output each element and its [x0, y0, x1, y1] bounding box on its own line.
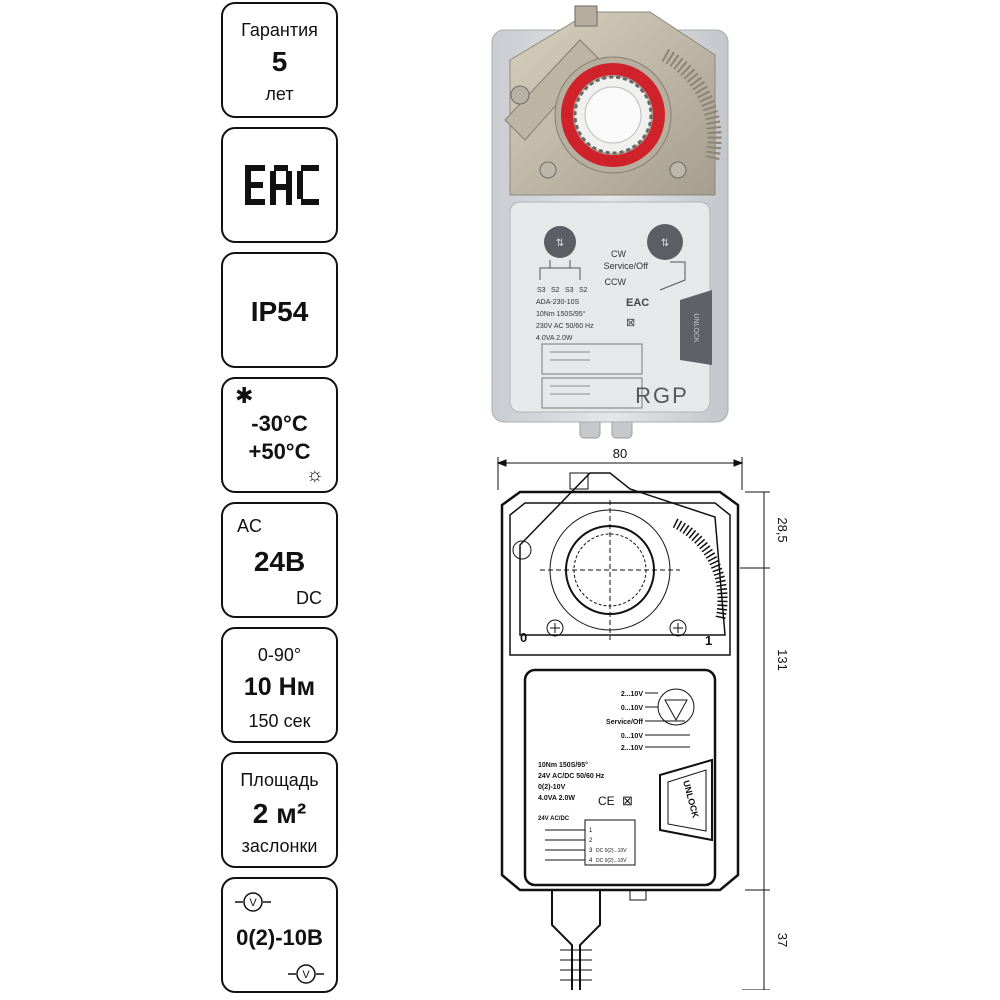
photo-unlock-label: UNLOCK — [692, 313, 699, 343]
scale-max: 1 — [705, 633, 712, 648]
red-ring — [561, 63, 665, 167]
drawing-signal-3: Service/Off — [606, 719, 644, 726]
torque-angle: 0-90° — [257, 645, 302, 665]
dimension-cable: 37 — [775, 933, 790, 947]
ip-value: IP54 — [250, 296, 309, 327]
drawing-spec-signal: 0(2)-10V — [538, 784, 566, 791]
photo-spec-voltage: 230V AC 50/60 Hz — [536, 323, 594, 330]
drawing-spec-power: 4.0VA 2.0W — [538, 795, 575, 802]
ip-card: IP54 — [221, 252, 338, 368]
wiring-signal-in: DC 0(2)...10V — [596, 848, 627, 854]
drawing-signal-2: 0...10V — [621, 705, 644, 712]
wiring-num-1: 1 — [589, 828, 593, 834]
eac-logo — [245, 165, 319, 205]
area-unit: заслонки — [241, 836, 318, 856]
terminal-s2-a: S2 — [551, 287, 560, 294]
svg-text:⇅: ⇅ — [556, 238, 564, 249]
screw — [510, 85, 530, 105]
brand-logo: RGP — [635, 383, 689, 408]
power-value: 24В — [253, 546, 306, 577]
dimension-width: 80 — [613, 446, 627, 461]
area-card: Площадь 2 м² заслонки — [221, 752, 338, 868]
snowflake-icon: ✱ — [235, 383, 254, 408]
wiring-num-4: 4 — [589, 858, 593, 864]
drawing-spec-voltage: 24V AC/DC 50/60 Hz — [538, 773, 605, 780]
photo-spec-power: 4.0VA 2.0W — [536, 335, 573, 342]
drawing-unlock-label: UNLOCK — [681, 779, 701, 819]
signal-value: 0(2)-10В — [236, 925, 323, 950]
switch-label-ccw: CCW — [605, 277, 627, 287]
warranty-value: 5 — [271, 46, 288, 77]
power-dc: DC — [296, 588, 322, 608]
weee-icon: ⊠ — [626, 317, 635, 329]
wiring-num-3: 3 — [589, 848, 593, 854]
voltmeter-icon: V — [235, 892, 271, 912]
svg-text:V: V — [249, 897, 257, 909]
drawing-signal-5: 2...10V — [621, 745, 644, 752]
photo-spec-torque: 10Nm 150S/95° — [536, 310, 586, 318]
terminal-s2-b: S2 — [579, 287, 588, 294]
unlock-button[interactable] — [680, 290, 712, 365]
power-ac: AC — [237, 516, 263, 536]
warranty-label: Гарантия — [241, 20, 318, 40]
eac-card — [221, 127, 338, 243]
signal-card: V 0(2)-10В V — [221, 877, 338, 993]
wiring-title: 24V AC/DC — [538, 816, 570, 822]
switch-label-service: Service/Off — [604, 261, 649, 271]
dimension-height: 131 — [775, 649, 790, 671]
scale-min: 0 — [520, 630, 527, 645]
photo-spec-model: ADA-230-10S — [536, 299, 580, 306]
torque-time: 150 сек — [248, 711, 311, 731]
drawing-signal-1: 2...10V — [621, 691, 644, 698]
drawing-ce-mark: CE — [598, 794, 615, 808]
svg-text:V: V — [302, 969, 310, 981]
actuator-photo: ⇅ ⇅ CW Service/Off CCW S3 S2 S3 S2 ADA-2… — [491, 5, 729, 439]
photo-eac-mark: EAC — [626, 297, 649, 309]
wiring-num-2: 2 — [589, 838, 593, 844]
drawing-signal-4: 0...10V — [621, 733, 644, 740]
svg-text:⇅: ⇅ — [661, 238, 669, 249]
warranty-unit: лет — [265, 84, 294, 104]
temp-min: -30°C — [251, 411, 308, 436]
terminal-s3-b: S3 — [565, 287, 574, 294]
dimension-top: 28,5 — [775, 517, 790, 542]
mode-switch — [647, 224, 683, 260]
technical-drawing: 80 28,5 131 37 0 1 2...10V 0...10V Servi… — [496, 446, 790, 990]
voltmeter-icon: V — [288, 964, 324, 984]
torque-value: 10 Нм — [243, 673, 316, 701]
temperature-card: ✱ -30°C +50°C ☼ — [221, 377, 338, 493]
switch-label-cw: CW — [611, 249, 626, 259]
terminal-s3-a: S3 — [537, 287, 546, 294]
sun-icon: ☼ — [305, 464, 324, 486]
aux-switch — [544, 226, 576, 258]
wiring-signal-out: DC 0(2)...10V — [596, 858, 627, 864]
area-label: Площадь — [240, 770, 319, 790]
temp-max: +50°C — [248, 439, 311, 464]
torque-card: 0-90° 10 Нм 150 сек — [221, 627, 338, 743]
area-value: 2 м² — [252, 798, 307, 829]
power-card: AC 24В DC — [221, 502, 338, 618]
weee-icon: ⊠ — [622, 793, 633, 808]
drawing-spec-torque: 10Nm 150S/95° — [538, 761, 588, 769]
warranty-card: Гарантия 5 лет — [221, 2, 338, 118]
